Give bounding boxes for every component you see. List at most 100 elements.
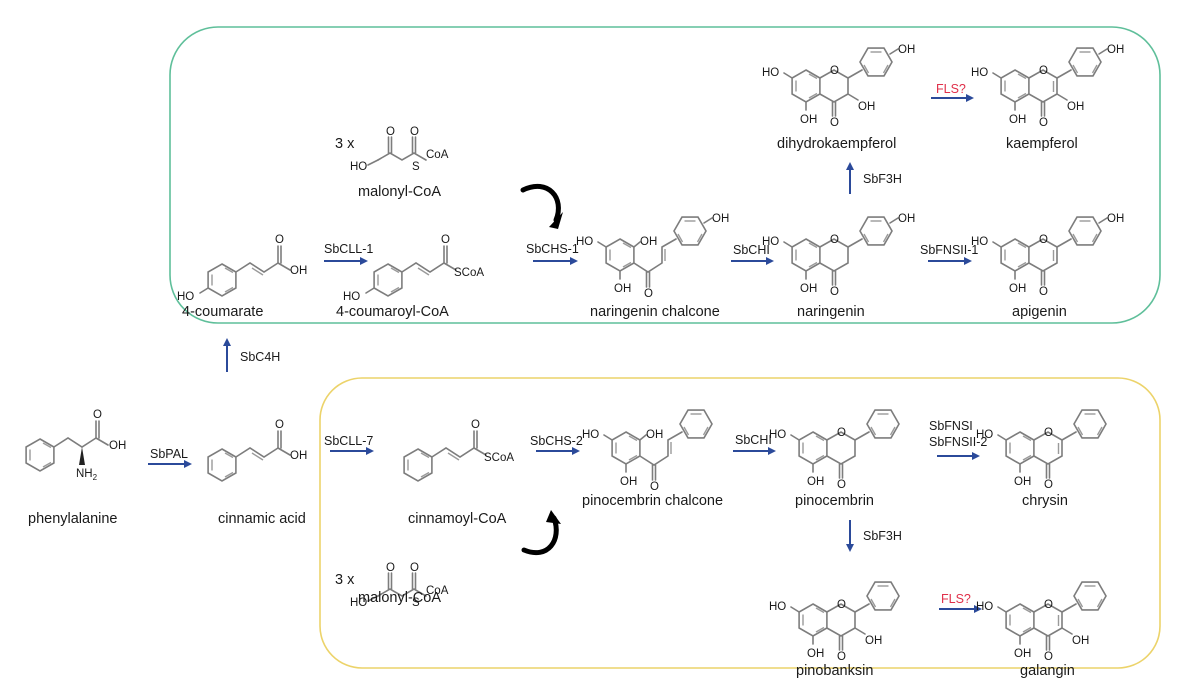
reaction-arrow-fls-bottom <box>939 605 982 613</box>
enzyme-label-sbchi-top: SbCHI <box>733 243 770 257</box>
compound-name-apigenin: apigenin <box>1012 304 1067 320</box>
reaction-arrow-f3h-top <box>846 162 854 194</box>
atom-label: HO <box>769 601 786 613</box>
compound-name-phenylalanine: phenylalanine <box>28 511 118 527</box>
molecule-galangin: HO O OH OH O <box>976 581 1107 663</box>
molecule-pinocembrin: HO O OH O <box>769 409 900 491</box>
atom-label: OH <box>898 44 915 56</box>
reaction-arrow-pal <box>148 460 192 468</box>
atom-label: O <box>837 599 846 611</box>
atom-label: O <box>1044 599 1053 611</box>
molecule-malonyl-coa-top: O O HO S CoA <box>350 126 449 173</box>
compound-name-cinnamic-acid: cinnamic acid <box>218 511 306 527</box>
enzyme-label-sbfnsii-2: SbFNSII-2 <box>929 435 987 449</box>
atom-label: O <box>1039 117 1048 129</box>
atom-label: O <box>830 65 839 77</box>
atom-label: CoA <box>426 585 449 597</box>
atom-label: OH <box>1107 213 1124 225</box>
atom-label: O <box>650 481 659 493</box>
atom-label: O <box>830 286 839 298</box>
cosubstrate-arrow-top <box>520 183 563 229</box>
compound-name-4-coumaroyl-coa: 4-coumaroyl-CoA <box>336 304 449 320</box>
compound-name-naringenin: naringenin <box>797 304 865 320</box>
atom-label: O <box>410 126 419 138</box>
compound-name-malonyl-coa-bottom: malonyl-CoA <box>358 590 441 606</box>
atom-label: HO <box>762 67 779 79</box>
atom-label: OH <box>290 265 307 277</box>
atom-label: HO <box>762 236 779 248</box>
atom-label: O <box>471 419 480 431</box>
atom-label: O <box>386 562 395 574</box>
atom-label: HO <box>976 429 993 441</box>
enzyme-label-sbchs-2: SbCHS-2 <box>530 434 583 448</box>
enzyme-label-fls-bottom: FLS? <box>941 592 971 606</box>
atom-label: O <box>1039 234 1048 246</box>
molecule-naringenin-chalcone: HO OH OH O OH <box>576 213 729 300</box>
compound-name-chrysin: chrysin <box>1022 493 1068 509</box>
atom-label: O <box>275 419 284 431</box>
reaction-arrow-fls-top <box>931 94 974 102</box>
flavone-branch-box <box>169 26 1161 324</box>
atom-label: O <box>275 234 284 246</box>
atom-label: CoA <box>426 149 449 161</box>
enzyme-label-sbchi-bottom: SbCHI <box>735 433 772 447</box>
reaction-arrow-chi-top <box>731 257 774 265</box>
atom-label: OH <box>712 213 729 225</box>
atom-label: OH <box>620 476 637 488</box>
atom-label: O <box>837 427 846 439</box>
compound-name-pinocembrin: pinocembrin <box>795 493 874 509</box>
atom-label: HO <box>769 429 786 441</box>
atom-label: OH <box>1072 635 1089 647</box>
reaction-arrow-fns-bottom <box>937 452 980 460</box>
cosubstrate-arrow-bottom <box>521 510 561 556</box>
atom-label: S <box>412 161 420 173</box>
molecule-4-coumaroyl-coa: O SCoA HO <box>343 234 484 303</box>
atom-label: OH <box>1107 44 1124 56</box>
enzyme-label-sbc4h: SbC4H <box>240 350 280 364</box>
flavonol-branch-box <box>319 377 1161 669</box>
molecule-naringenin: HO O OH O OH <box>762 213 915 298</box>
compound-name-kaempferol: kaempferol <box>1006 136 1078 152</box>
atom-label: HO <box>582 429 599 441</box>
atom-label: HO <box>976 601 993 613</box>
enzyme-label-sbcll-7: SbCLL-7 <box>324 434 373 448</box>
atom-label: O <box>1039 286 1048 298</box>
atom-label: HO <box>177 291 194 303</box>
atom-label: HO <box>350 161 367 173</box>
atom-label: O <box>830 234 839 246</box>
atom-label: OH <box>865 635 882 647</box>
atom-label: O <box>441 234 450 246</box>
atom-label: OH <box>640 236 657 248</box>
compound-name-pinobanksin: pinobanksin <box>796 663 873 679</box>
atom-label: OH <box>898 213 915 225</box>
compound-name-galangin: galangin <box>1020 663 1075 679</box>
atom-label: O <box>1044 651 1053 663</box>
compound-name-4-coumarate: 4-coumarate <box>182 304 263 320</box>
atom-label: OH <box>858 101 875 113</box>
atom-label: OH <box>109 440 126 452</box>
molecule-chrysin: HO O OH O <box>976 409 1107 491</box>
atom-label: OH <box>807 648 824 660</box>
atom-label: OH <box>290 450 307 462</box>
atom-label: OH <box>1009 114 1026 126</box>
atom-label: O <box>644 288 653 300</box>
reaction-arrow-chs-1 <box>533 257 578 265</box>
atom-label: O <box>837 651 846 663</box>
molecule-phenylalanine: O OH NH2 <box>25 409 126 482</box>
reaction-arrow-chi-bottom <box>733 447 776 455</box>
molecule-pinocembrin-chalcone: HO OH OH O <box>582 409 713 493</box>
compound-name-naringenin-chalcone: naringenin chalcone <box>590 304 720 320</box>
compound-name-pinocembrin-chalcone: pinocembrin chalcone <box>582 493 723 509</box>
compound-name-cinnamoyl-coa: cinnamoyl-CoA <box>408 511 507 527</box>
atom-label: HO <box>350 597 367 609</box>
reaction-arrow-cll-7 <box>330 447 374 455</box>
molecule-kaempferol: HO O OH OH O OH <box>971 44 1124 129</box>
atom-label: O <box>410 562 419 574</box>
atom-label: HO <box>971 67 988 79</box>
atom-label: O <box>837 479 846 491</box>
atom-label: S <box>412 597 420 609</box>
stoichiometry-label: 3 x <box>335 136 355 152</box>
reaction-arrow-fnsii-1 <box>928 257 972 265</box>
atom-label: SCoA <box>484 452 514 464</box>
atom-label: O <box>386 126 395 138</box>
